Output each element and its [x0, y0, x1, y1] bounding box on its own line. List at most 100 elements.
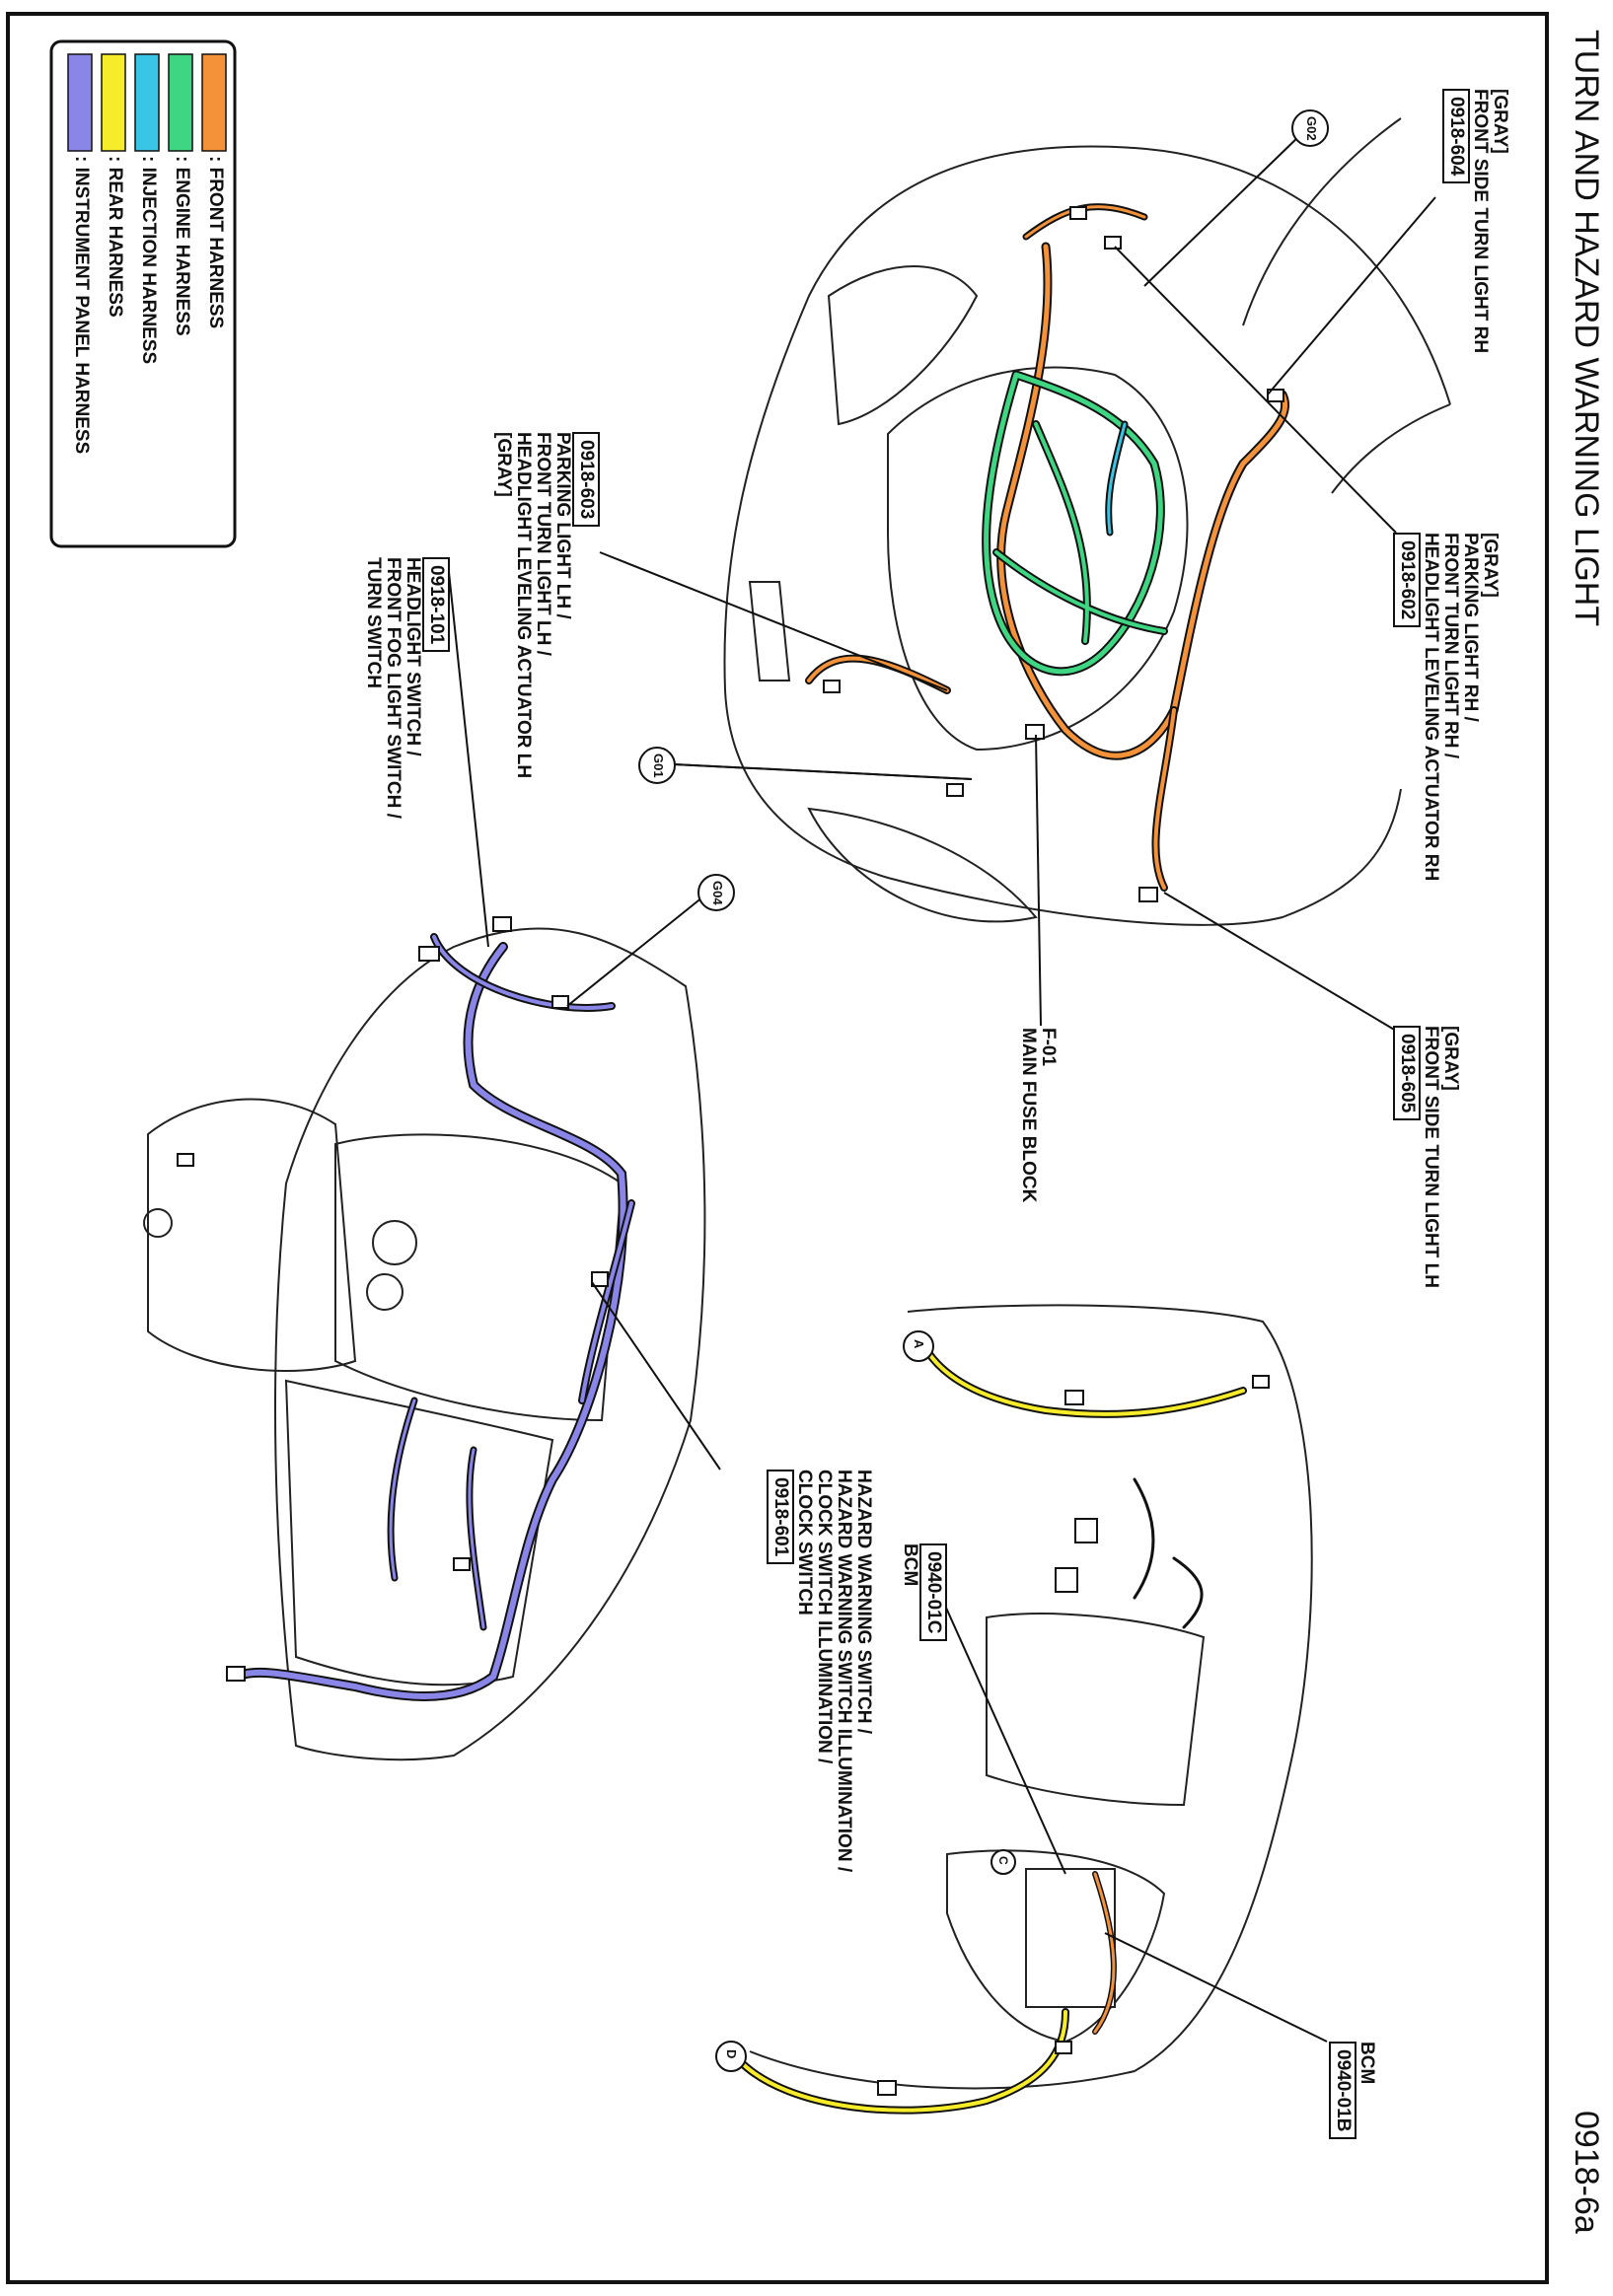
- callout-0918-601: HAZARD WARNING SWITCH / HAZARD WARNING S…: [767, 1470, 874, 1873]
- leader-0918-603: [599, 551, 948, 691]
- callout-0918-101: 0918-101 HEADLIGHT SWITCH / FRONT FOG LI…: [363, 557, 450, 819]
- bcm-leaders: [936, 1587, 1328, 2043]
- callout-line: PARKING LIGHT LH /: [552, 432, 574, 619]
- callout-line: TURN SWITCH: [363, 557, 385, 688]
- callout-line: BCM: [1356, 2042, 1377, 2085]
- bcm-black-wires: [1133, 1477, 1204, 1629]
- connector: [1055, 1567, 1078, 1593]
- callout-line: HAZARD WARNING SWITCH ILLUMINATION /: [834, 1470, 855, 1873]
- c-label: C: [996, 1856, 1010, 1865]
- connector: [591, 1271, 609, 1287]
- leader-0918-605: [1163, 892, 1397, 1032]
- legend-swatch-injection: [134, 53, 160, 152]
- ip-gauge: [372, 1220, 417, 1265]
- ip-gauge: [143, 1208, 173, 1238]
- callout-line: FRONT FOG LIGHT SWITCH /: [383, 557, 404, 819]
- connector: [1025, 724, 1045, 740]
- c-circle: [990, 1849, 1016, 1875]
- callout-code: 0940-01C: [919, 1543, 947, 1642]
- page-number: 0918-6a: [1568, 2111, 1605, 2234]
- front-harness-branch-right-fill: [1153, 708, 1176, 890]
- callout-0940-01c: 0940-01C BCM: [900, 1543, 947, 1642]
- a-label: A: [912, 1339, 926, 1349]
- rear-harness-bottom-fill: [738, 2010, 1067, 2113]
- bcm-front-harness-fill: [1093, 1872, 1116, 2034]
- engine-bay-leaders: [599, 132, 1436, 1032]
- legend-label-rear: : REAR HARNESS: [105, 156, 125, 318]
- ip-harness-main-fill: [234, 944, 626, 1699]
- callout-line: HEADLIGHT LEVELING ACTUATOR LH: [513, 432, 535, 779]
- connector: [1055, 2041, 1072, 2054]
- legend: [49, 39, 237, 548]
- legend-label-engine: : ENGINE HARNESS: [172, 156, 192, 336]
- callout-line: HAZARD WARNING SWITCH /: [853, 1470, 874, 1735]
- legend-swatch-engine: [168, 53, 193, 152]
- leader-0940-01b: [1104, 1932, 1328, 2043]
- connector: [418, 946, 440, 962]
- bcm-lower-structure: [946, 1849, 1166, 2044]
- legend-box: [49, 39, 237, 548]
- callout-line: HEADLIGHT LEVELING ACTUATOR RH: [1421, 533, 1442, 882]
- bcm-body-outline: [749, 1304, 1313, 2090]
- bcm-connectors: [877, 1375, 1270, 2096]
- connector: [1267, 389, 1284, 402]
- leader-g02: [1143, 132, 1303, 287]
- callout-f-01: F-01 MAIN FUSE BLOCK: [1018, 1028, 1059, 1203]
- engine-bay-fender: [1242, 117, 1451, 494]
- g02-label: G02: [1304, 116, 1319, 141]
- callout-line: [GRAY]: [1490, 89, 1510, 154]
- legend-swatch-rear: [101, 53, 126, 152]
- connector: [1074, 1518, 1098, 1543]
- injection-harness-fill: [1107, 422, 1127, 535]
- g01-circle: [638, 747, 676, 784]
- callout-line: MAIN FUSE BLOCK: [1018, 1028, 1040, 1203]
- callout-0918-603: 0918-603 PARKING LIGHT LH / FRONT TURN L…: [493, 432, 600, 778]
- ground-markers: [638, 109, 1329, 2072]
- ip-connectors: [177, 916, 609, 1682]
- engine-bay-wheel-arch: [807, 807, 1038, 923]
- instrument-panel-harness: [232, 933, 635, 1701]
- connector: [946, 783, 964, 797]
- legend-swatch-instrument: [67, 53, 93, 152]
- callout-line: HEADLIGHT SWITCH /: [403, 557, 424, 756]
- callout-line: CLOCK SWITCH: [794, 1470, 816, 1615]
- leader-g04: [566, 892, 709, 1007]
- legend-label-injection: : INJECTION HARNESS: [138, 156, 159, 365]
- ip-leaders: [448, 571, 721, 1471]
- callout-line: FRONT SIDE TURN LIGHT RH: [1470, 89, 1492, 354]
- ip-lower: [284, 1379, 554, 1686]
- legend-label-instrument: : INSTRUMENT PANEL HARNESS: [71, 156, 92, 455]
- d-circle: [715, 2041, 747, 2072]
- callout-line: [GRAY]: [493, 432, 515, 497]
- g01-label: G01: [651, 753, 666, 778]
- g02-circle: [1291, 109, 1329, 147]
- connector: [1064, 1390, 1084, 1405]
- callout-line: [GRAY]: [1440, 1026, 1461, 1091]
- engine-bay-outline: [723, 145, 1451, 926]
- callout-line: FRONT SIDE TURN LIGHT LH: [1421, 1026, 1442, 1288]
- callout-code: 0918-604: [1442, 89, 1471, 184]
- ip-outline: [274, 927, 706, 1761]
- ip-harness-main: [232, 942, 628, 1701]
- g04-label: G04: [710, 881, 725, 905]
- engine-bay-connectors: [823, 206, 1284, 902]
- connector: [1104, 236, 1122, 250]
- instrument-panel-view: [143, 927, 706, 1761]
- page-number-text: 0918-6a: [1568, 2111, 1605, 2234]
- engine-harness-cross-fill: [994, 422, 1166, 643]
- connector: [1138, 887, 1158, 902]
- ip-center-stack: [334, 1133, 623, 1422]
- legend-label-front: : FRONT HARNESS: [205, 156, 226, 329]
- engine-bay-headlamp: [827, 265, 979, 426]
- rear-harness-top-fill: [925, 1349, 1245, 1416]
- connector: [823, 680, 841, 693]
- leader-0918-604: [1267, 196, 1436, 395]
- callout-0918-604: [GRAY] FRONT SIDE TURN LIGHT RH 0918-604: [1442, 89, 1510, 354]
- engine-bay-view: [723, 117, 1451, 926]
- callout-code: 0918-603: [572, 432, 600, 528]
- engine-bay-front-harness: [805, 203, 1290, 892]
- callout-code: 0918-601: [767, 1470, 795, 1565]
- front-harness-main-fill: [998, 244, 1288, 758]
- connector: [492, 916, 512, 932]
